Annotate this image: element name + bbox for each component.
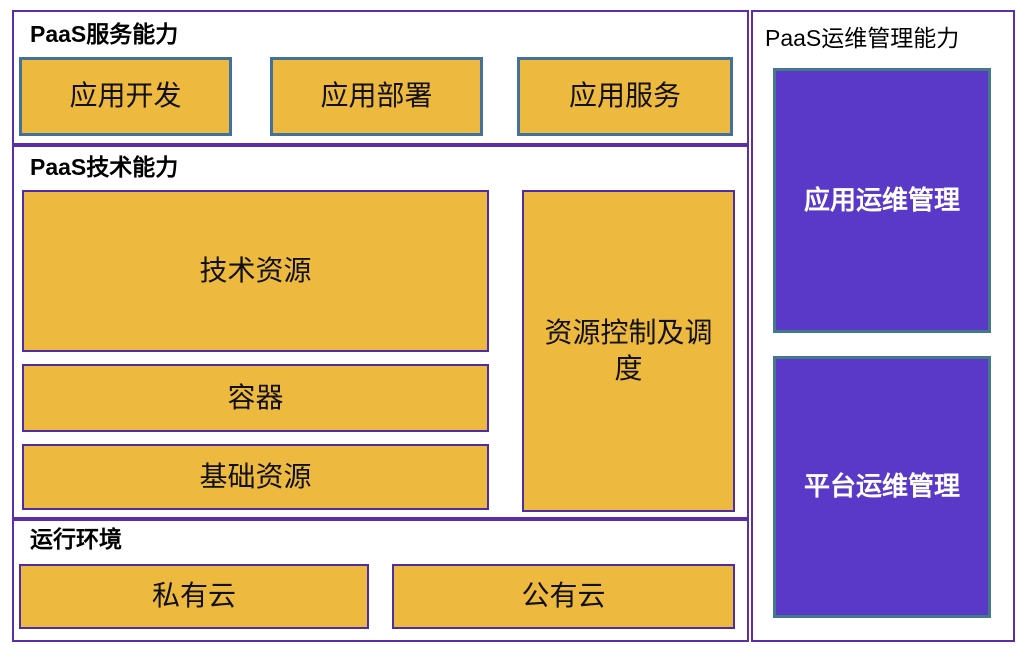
- box-public-cloud: 公有云: [392, 564, 735, 629]
- box-app-development: 应用开发: [19, 57, 232, 136]
- box-container: 容器: [22, 364, 489, 432]
- section-title-paas-service: PaaS服务能力: [30, 21, 179, 47]
- box-public-cloud-label: 公有云: [521, 580, 606, 612]
- box-resource-control-scheduling-label: 资源控制及调度: [544, 316, 713, 384]
- box-technical-resources: 技术资源: [22, 190, 489, 352]
- box-app-development-label: 应用开发: [69, 80, 182, 112]
- box-app-service-label: 应用服务: [568, 80, 681, 112]
- box-app-deployment-label: 应用部署: [320, 80, 433, 112]
- box-basic-resources: 基础资源: [22, 444, 489, 510]
- box-technical-resources-label: 技术资源: [199, 254, 312, 286]
- box-resource-control-scheduling: 资源控制及调度: [522, 190, 735, 512]
- box-app-service: 应用服务: [517, 57, 733, 136]
- box-private-cloud: 私有云: [19, 564, 369, 629]
- panel-title-paas-ops: PaaS运维管理能力: [765, 25, 960, 51]
- box-platform-ops-management: 平台运维管理: [773, 356, 991, 618]
- section-paas-technical-capability: PaaS技术能力 技术资源 容器 基础资源 资源控制及调度: [12, 145, 749, 519]
- box-app-ops-management: 应用运维管理: [773, 68, 991, 333]
- box-container-label: 容器: [227, 381, 284, 413]
- section-paas-service-capability: PaaS服务能力 应用开发 应用部署 应用服务: [12, 10, 749, 145]
- box-platform-ops-management-label: 平台运维管理: [803, 471, 960, 502]
- section-runtime-environment: 运行环境 私有云 公有云: [12, 519, 749, 642]
- box-app-ops-management-label: 应用运维管理: [803, 184, 960, 215]
- panel-paas-ops-management: PaaS运维管理能力 应用运维管理 平台运维管理: [751, 10, 1015, 642]
- box-basic-resources-label: 基础资源: [199, 460, 312, 492]
- section-title-runtime: 运行环境: [30, 526, 122, 552]
- box-app-deployment: 应用部署: [270, 57, 483, 136]
- section-title-paas-tech: PaaS技术能力: [30, 154, 179, 180]
- box-private-cloud-label: 私有云: [151, 580, 236, 612]
